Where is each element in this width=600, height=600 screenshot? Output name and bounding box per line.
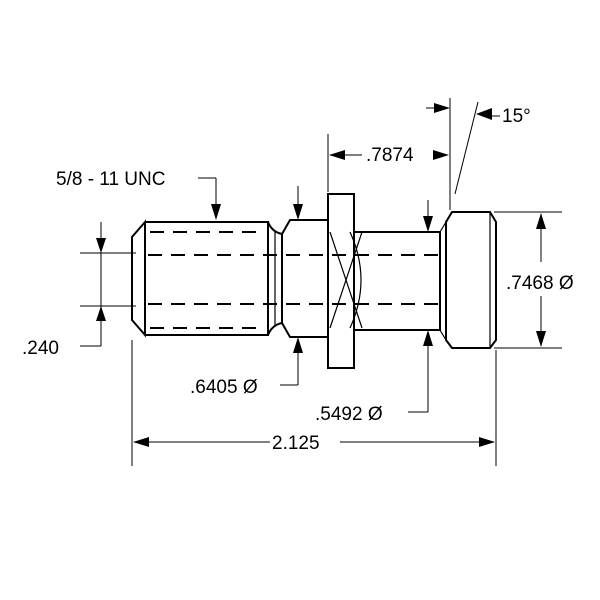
hidden-lines: [148, 231, 440, 329]
thread-body: [131, 219, 269, 338]
shank-body: [354, 231, 441, 331]
angle-label: 15°: [502, 106, 531, 127]
dim-head-dia: [494, 211, 562, 349]
flats-x: [329, 231, 363, 329]
part-outline: [131, 193, 497, 369]
dim-overall-len: [131, 340, 497, 466]
groove-neck: [267, 221, 283, 336]
flats-arc: [349, 231, 362, 329]
minor-dia-label: .240: [22, 338, 59, 359]
flange-body: [327, 193, 355, 369]
collar-body: [281, 219, 329, 338]
dim-minor-dia: [80, 222, 136, 347]
neck-dia-label: .6405 Ø: [190, 377, 258, 398]
head-dia-label: .7468 Ø: [506, 273, 574, 294]
dim-neck-dia: [280, 186, 303, 386]
dim-shoulder-len: [327, 98, 451, 210]
overall-len-label: 2.125: [272, 433, 320, 454]
shank-dia-label: .5492 Ø: [315, 404, 383, 425]
shoulder-len-label: .7874: [366, 145, 414, 166]
thread-label: 5/8 - 11 UNC: [56, 169, 165, 190]
dim-shank-dia: [408, 200, 433, 413]
dim-thread-leader: [198, 177, 221, 220]
dim-angle: [426, 101, 500, 195]
head-body: [445, 211, 497, 349]
